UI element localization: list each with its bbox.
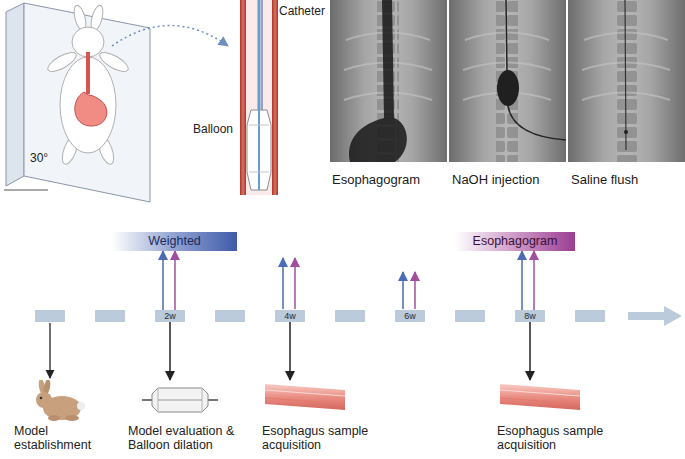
catheter-illustration xyxy=(240,0,246,195)
step-caption: Esophagus sample acquisition xyxy=(262,424,380,453)
operating-board xyxy=(4,190,48,191)
balloon-icon xyxy=(128,380,246,422)
step-item: Model establishment xyxy=(14,380,106,453)
step-caption: Model evaluation & Balloon dilation xyxy=(128,424,246,453)
timeline xyxy=(35,310,65,322)
timeline-segment: 4w xyxy=(275,310,305,322)
rabbit-icon xyxy=(14,380,106,422)
timeline-segment: 8w xyxy=(515,310,545,322)
timeline xyxy=(455,310,485,322)
saline-flush-image xyxy=(625,0,626,150)
tube-icon xyxy=(262,380,380,422)
rabbit-figure xyxy=(75,92,107,126)
catheter-illustration xyxy=(249,172,269,173)
band-text: Weighted xyxy=(148,235,201,248)
step-caption: Model establishment xyxy=(14,424,106,453)
dotted-arrow xyxy=(112,26,228,47)
operating-board xyxy=(6,3,24,186)
image-caption: NaOH injection xyxy=(452,172,539,187)
timeline xyxy=(95,310,125,322)
step-item: Esophagus sample acquisition xyxy=(497,380,615,453)
band-text: 2w xyxy=(164,312,176,321)
gradient-band: Weighted xyxy=(112,232,237,251)
timepoint-arrows xyxy=(50,258,415,378)
operating-board xyxy=(4,3,150,202)
balloon-icon xyxy=(158,400,202,401)
naoh-injection-image xyxy=(449,0,566,162)
esophagogram-image xyxy=(330,0,447,162)
timeline-segment: 6w xyxy=(395,310,425,322)
timeline-segment: 2w xyxy=(155,310,185,322)
step-caption: Esophagus sample acquisition xyxy=(497,424,615,453)
timepoint-arrows xyxy=(49,323,50,378)
band-text: 4w xyxy=(284,312,296,321)
connector-arrow xyxy=(162,251,164,310)
saline-flush-image xyxy=(568,0,685,162)
balloon-icon xyxy=(152,388,208,412)
timepoint-arrows xyxy=(294,258,296,309)
angle-label: 30° xyxy=(30,151,48,165)
tube-icon xyxy=(497,380,615,422)
connector-arrow xyxy=(533,251,535,310)
step-item: Esophagus sample acquisition xyxy=(262,380,380,453)
tube-icon xyxy=(500,390,580,396)
naoh-injection-image xyxy=(497,70,519,106)
connector-arrow xyxy=(289,322,291,380)
esophagogram-image xyxy=(349,0,407,162)
catheter-illustration xyxy=(258,0,261,110)
rabbit-icon xyxy=(65,415,79,421)
tube-icon xyxy=(265,384,345,410)
naoh-injection-image xyxy=(449,0,566,162)
timeline xyxy=(628,306,682,326)
timeline xyxy=(575,310,605,322)
tube-icon xyxy=(500,398,580,404)
catheter-illustration xyxy=(246,0,272,195)
connector-arrow xyxy=(169,322,171,380)
tube-icon xyxy=(500,384,580,410)
saline-flush-image xyxy=(568,0,685,162)
timeline xyxy=(335,310,365,322)
timepoint-arrows xyxy=(414,272,416,309)
catheter-illustration xyxy=(272,0,278,195)
timeline xyxy=(215,310,245,322)
connector-arrow xyxy=(529,322,531,380)
naoh-injection-image xyxy=(508,106,566,140)
esophagogram-image xyxy=(330,0,447,162)
rabbit-icon xyxy=(40,397,43,400)
rabbit-icon xyxy=(77,402,85,410)
saline-flush-image xyxy=(624,130,628,134)
image-caption: Saline flush xyxy=(571,172,638,187)
timeline xyxy=(35,306,682,326)
catheter-illustration xyxy=(249,125,269,126)
connector-arrow xyxy=(521,251,523,310)
operating-board xyxy=(24,3,150,202)
saline-flush-image xyxy=(615,0,637,162)
catheter-illustration xyxy=(240,0,278,195)
timepoint-arrows xyxy=(402,272,404,309)
rabbit-icon xyxy=(48,415,60,421)
catheter-illustration xyxy=(258,110,260,190)
band-text: Esophagogram xyxy=(473,235,558,248)
rabbit-icon xyxy=(36,392,52,408)
part-label: Balloon xyxy=(193,122,233,136)
image-caption: Esophagogram xyxy=(332,172,420,187)
band-text: 6w xyxy=(404,312,416,321)
gradient-band: Esophagogram xyxy=(455,232,575,251)
connector-arrow xyxy=(174,251,176,310)
naoh-injection-image xyxy=(496,0,518,162)
tube-icon xyxy=(265,398,345,404)
band-text: 8w xyxy=(524,312,536,321)
rabbit-figure xyxy=(45,4,131,166)
catheter-illustration xyxy=(262,0,263,110)
step-item: Model evaluation & Balloon dilation xyxy=(128,380,246,453)
catheter-illustration xyxy=(247,110,271,190)
timepoint-arrows xyxy=(282,258,284,309)
rabbit-figure xyxy=(86,52,90,94)
part-label: Catheter xyxy=(279,4,325,18)
tube-icon xyxy=(265,390,345,396)
naoh-injection-image xyxy=(506,0,507,72)
